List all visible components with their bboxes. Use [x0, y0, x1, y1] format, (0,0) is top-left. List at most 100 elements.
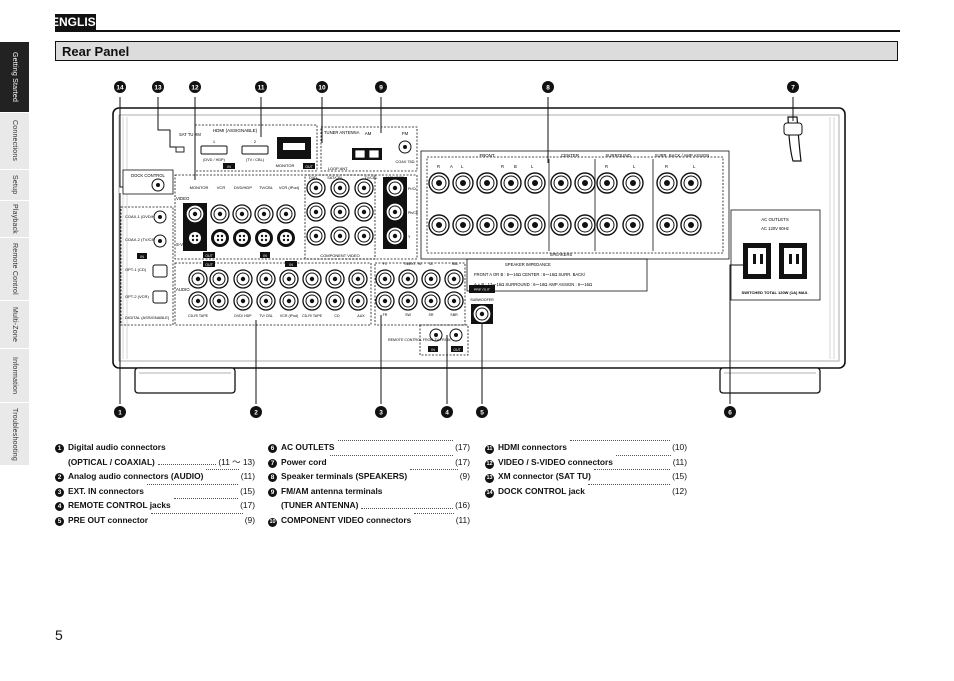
hdmi-in-2-label: (TV / CBL) — [246, 158, 265, 162]
side-nav-information[interactable]: Information — [0, 349, 29, 403]
legend-item-1-cont: (OPTICAL / COAXIAL)(11 ～ 13) — [68, 456, 255, 467]
component-monitor-y — [385, 226, 405, 246]
callout-top: 14 13 12 11 10 9 8 7 — [114, 81, 799, 93]
pre-out-subwoofer-jack — [472, 304, 492, 324]
fm-coax-jack — [398, 140, 412, 154]
callout-5: 5 — [480, 410, 484, 417]
dock-control-label: DOCK CONTROL — [131, 173, 165, 178]
digital-coax1-label: COAX-1 (DVD/HDP) — [125, 214, 162, 219]
remote-in-badge: IN — [431, 348, 435, 352]
component-monitor-pb — [385, 202, 405, 222]
side-nav-remote-control[interactable]: Remote Control — [0, 238, 29, 301]
video-label-tv: TV/CBL — [259, 185, 274, 190]
side-nav: Getting Started Connections Setup Playba… — [0, 42, 29, 497]
video-vcr-in — [210, 204, 230, 224]
side-nav-multi-zone[interactable]: Multi-Zone — [0, 301, 29, 349]
side-nav-playback[interactable]: Playback — [0, 201, 29, 238]
callout-3: 3 — [379, 410, 383, 417]
remote-out-badge: OUT — [453, 348, 461, 352]
section-title: Rear Panel — [62, 44, 130, 59]
svideo-dvd-in — [233, 229, 251, 247]
ext-in-fl: FL — [383, 262, 387, 266]
component-video-label: COMPONENT VIDEO — [320, 253, 360, 258]
component-label-tv: TV/CBL — [364, 176, 377, 180]
coax-1-jack — [153, 210, 167, 224]
hdmi-in-2-number: 2 — [254, 139, 257, 144]
side-nav-setup[interactable]: Setup — [0, 170, 29, 201]
foot-left — [134, 367, 236, 394]
ext-in-sl: SL — [429, 262, 433, 266]
sat-tu-label: SAT TU XM — [179, 132, 201, 137]
callout-4: 4 — [445, 410, 449, 417]
callout-2: 2 — [254, 410, 258, 417]
ac-outlets-label: AC OUTLETS — [761, 217, 789, 222]
speakers-label: SPEAKERS — [550, 252, 573, 257]
side-nav-troubleshooting[interactable]: Troubleshooting — [0, 403, 29, 466]
language-rule — [55, 30, 900, 32]
dock-control-jack — [151, 178, 165, 192]
video-label-vcr: VCR — [217, 185, 226, 190]
front-a-r: R — [437, 164, 440, 169]
audio-label-cdr: CD-R/ TAPE — [188, 314, 209, 318]
speaker-group-front: FRONT — [479, 153, 494, 158]
front-b-label: B — [514, 164, 517, 169]
video-dvd-in — [232, 204, 252, 224]
callout-7: 7 — [791, 85, 795, 92]
page-number: 5 — [55, 627, 63, 643]
side-nav-getting-started[interactable]: Getting Started — [0, 42, 29, 113]
callout-8: 8 — [546, 85, 550, 92]
speaker-group-surr-back: SURR. BACK / AMP ASSIGN — [655, 153, 710, 158]
video-label-monitor: MONITOR — [190, 185, 209, 190]
svideo-tv-in — [255, 229, 273, 247]
video-monitor-out — [185, 204, 205, 224]
legend-item-9-cont: (TUNER ANTENNA)(16) — [281, 500, 470, 510]
loop-ant-label: LOOP ANT. — [328, 166, 349, 171]
hdmi-in-1 — [200, 145, 228, 155]
audio-out-badge: OUT — [205, 263, 213, 267]
callout-bottom: 1 2 3 4 5 6 — [114, 406, 736, 418]
coax-2-jack — [153, 234, 167, 248]
am-label: AM — [365, 131, 372, 136]
optical-1-jack — [152, 264, 168, 278]
callout-12: 12 — [191, 85, 199, 92]
speaker-group-center: CENTER — [561, 153, 579, 158]
fm-coax-label: COAX 75Ω — [396, 160, 415, 164]
video-in-badge: IN — [263, 254, 267, 258]
speaker-group-surround: SURROUND — [605, 153, 630, 158]
component-label-sat: SAT/CBL — [327, 176, 343, 180]
svideo-vcr-in — [211, 229, 229, 247]
component-label-dvd: DVD — [309, 176, 317, 180]
callout-1: 1 — [118, 410, 122, 417]
ext-in-sr: SR — [429, 313, 434, 317]
callout-10: 10 — [318, 85, 326, 92]
front-b-r: R — [501, 164, 504, 169]
hdmi-in-badge: IN — [227, 165, 231, 169]
impedance-line-1: FRONT A OR B : 6～16Ω CENTER : 6～16Ω SURR… — [474, 272, 586, 277]
side-nav-connections[interactable]: Connections — [0, 113, 29, 170]
video-label-vcr-ipod: VCR (iPod) — [279, 185, 300, 190]
callout-14: 14 — [116, 85, 124, 92]
hdmi-in-2 — [241, 145, 269, 155]
audio-row-label: AUDIO — [176, 287, 190, 292]
subwoofer-label: SUBWOOFER — [470, 298, 494, 302]
optical-2-jack — [152, 290, 168, 304]
ac-switched-label: SWITCHED TOTAL 120W (1A) MAX. — [742, 290, 809, 295]
surround-l: L — [633, 164, 636, 169]
hdmi-in-1-label: (DVD / HDP) — [203, 158, 225, 162]
ext-in-sbr: SBR — [450, 313, 458, 317]
svideo-monitor-out — [186, 229, 204, 247]
component-port-pb: Pb/Cb — [408, 211, 418, 215]
